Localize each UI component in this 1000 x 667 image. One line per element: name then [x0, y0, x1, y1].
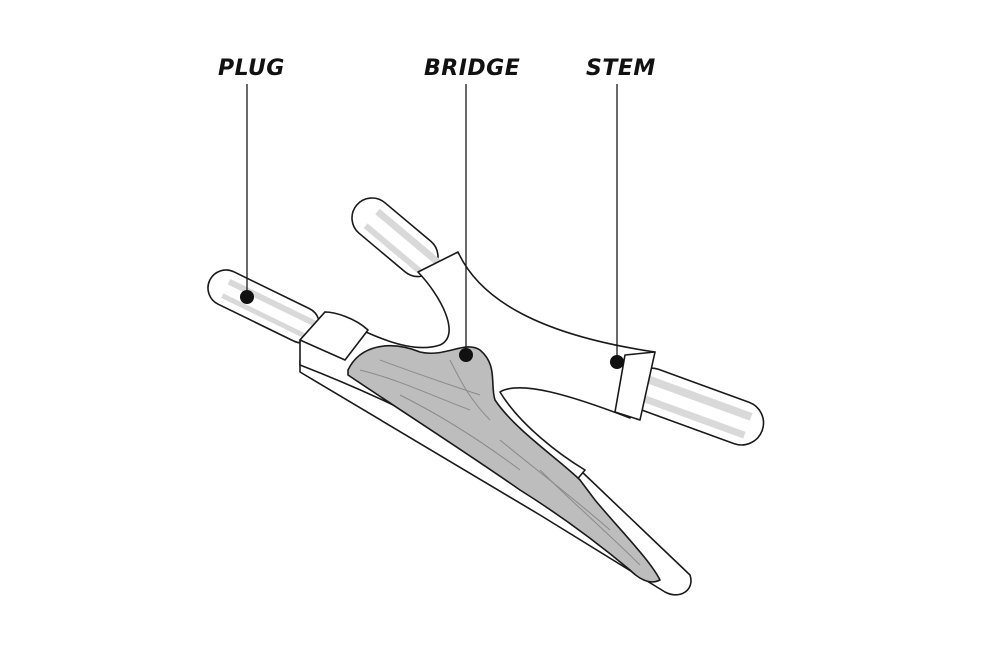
- plug-marker-dot: [240, 290, 254, 304]
- plug-collar: [299, 311, 369, 361]
- bridge-tissue: [347, 345, 661, 583]
- stem-collar: [614, 351, 656, 421]
- bridge-label: BRIDGE: [424, 56, 521, 81]
- stem-label: STEM: [586, 56, 656, 81]
- bridge-marker-dot: [459, 348, 473, 362]
- plug-tube: [207, 269, 321, 344]
- upper-tube: [351, 197, 441, 280]
- stem-marker-dot: [610, 355, 624, 369]
- tissue-texture: [359, 359, 641, 566]
- plug-label: PLUG: [218, 56, 285, 81]
